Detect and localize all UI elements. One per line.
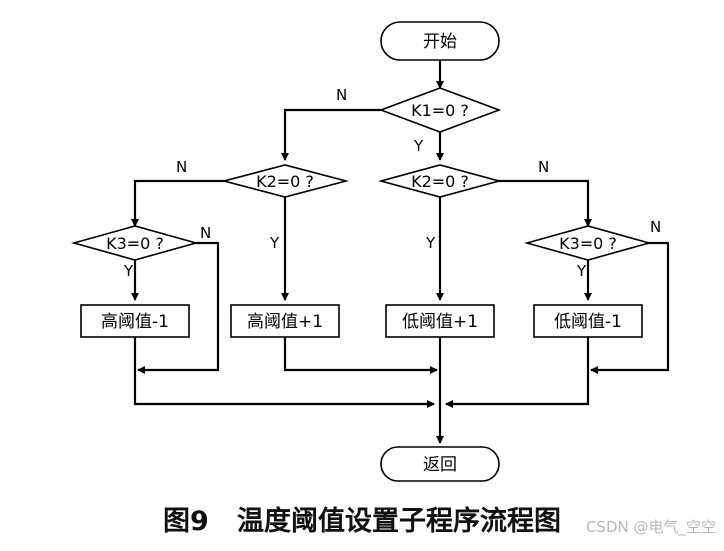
arrow-k2-left-no [131, 179, 224, 227]
process-box-3: 低阈值+1 [385, 304, 495, 338]
label-k3-right-yes: Y [576, 262, 587, 280]
label-k3-right-no: N [650, 218, 661, 236]
arrow-k1-no [281, 108, 381, 161]
arrow-k2-right-no [493, 179, 592, 227]
label-k1-no: N [336, 86, 347, 104]
connector-lines [131, 60, 670, 444]
label-k2-right-yes: Y [425, 234, 436, 252]
start-label: 开始 [423, 32, 457, 52]
arrow-k3-right-no [590, 241, 670, 374]
arrow-k3-left-no [137, 241, 220, 374]
end-label: 返回 [423, 455, 457, 475]
start-terminator: 开始 [380, 21, 500, 61]
process-box-4-label: 低阈值-1 [554, 312, 622, 332]
arrow-box1-merge [133, 337, 435, 408]
process-box-3-label: 低阈值+1 [402, 312, 478, 332]
label-k3-left-yes: Y [123, 262, 134, 280]
process-box-2-label: 高阈值+1 [247, 312, 323, 332]
decision-k1: K1=0 ? [378, 87, 502, 133]
decision-k3-right-label: K3=0 ? [559, 234, 617, 253]
process-box-1-label: 高阈值-1 [101, 312, 169, 332]
decision-k2-right-label: K2=0 ? [411, 172, 469, 191]
label-k2-left-yes: Y [269, 234, 280, 252]
figure-caption: 图9 温度阈值设置子程序流程图 [163, 505, 561, 537]
watermark: CSDN @电气_空空 [586, 518, 716, 537]
label-k1-yes: Y [413, 137, 424, 155]
decision-k2-left-label: K2=0 ? [256, 172, 314, 191]
arrow-box4-merge [445, 337, 590, 408]
decision-k2-left: K2=0 ? [220, 164, 350, 198]
end-terminator: 返回 [380, 446, 500, 482]
process-box-4: 低阈值-1 [533, 304, 643, 338]
label-k2-right-no: N [538, 158, 549, 176]
process-box-2: 高阈值+1 [230, 304, 340, 338]
label-k2-left-no: N [176, 158, 187, 176]
decision-k3-left-label: K3=0 ? [106, 234, 164, 253]
arrow-box2-merge [283, 337, 438, 374]
process-box-1: 高阈值-1 [80, 304, 190, 338]
decision-k3-left: K3=0 ? [71, 225, 199, 261]
decision-k1-label: K1=0 ? [411, 101, 469, 120]
decision-k3-right: K3=0 ? [524, 225, 652, 261]
label-k3-left-no: N [200, 224, 211, 242]
decision-k2-right: K2=0 ? [377, 164, 503, 198]
